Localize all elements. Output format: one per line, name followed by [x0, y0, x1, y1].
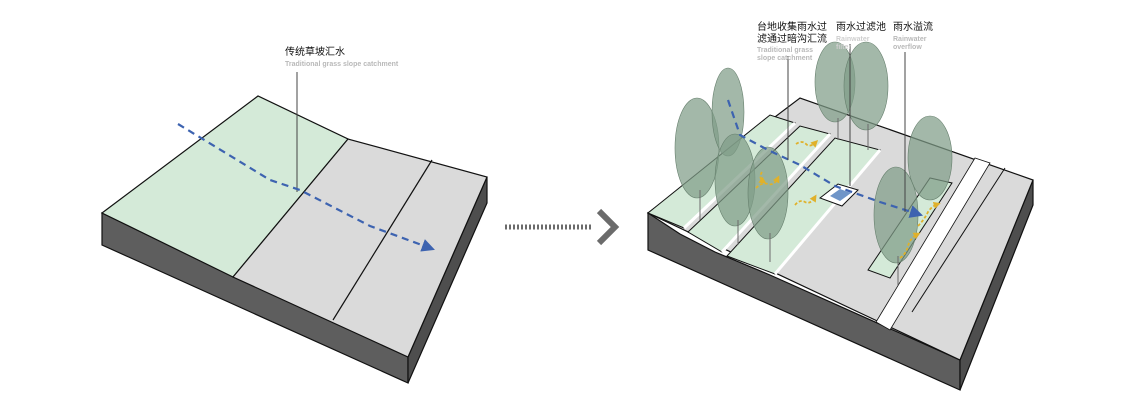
- left-paving-divider: [332, 159, 433, 321]
- left-label-en: Traditional grass slope catchment: [285, 61, 399, 68]
- callout-overflow: 雨水溢流 Rainwater overflow: [893, 20, 933, 51]
- callout-terrace-zh-2: 滤通过暗沟汇流: [757, 32, 827, 45]
- callout-filter-zh: 雨水过滤池: [836, 20, 886, 33]
- tree-canopies: [674, 41, 953, 264]
- callout-terrace-zh-1: 台地收集雨水过: [757, 20, 827, 33]
- callout-terrace-en-2: slope catchment: [757, 55, 813, 62]
- right-block-front-face: [647, 211, 961, 391]
- right-flow-arrow: [726, 99, 924, 218]
- transition-arrow-icon: [505, 208, 620, 246]
- callout-filter-en-2: filter: [836, 44, 851, 51]
- callout-overflow-zh: 雨水溢流: [893, 20, 933, 33]
- callout-overflow-en-1: Rainwater: [893, 36, 927, 43]
- callout-terrace-en-1: Traditional grass: [757, 47, 813, 54]
- callout-terrace: 台地收集雨水过 滤通过暗沟汇流 Traditional grass slope …: [757, 20, 827, 62]
- right-terrace-block: [646, 41, 1034, 391]
- tree-trunks: [699, 118, 899, 285]
- left-label-zh: 传统草坡汇水: [285, 45, 345, 58]
- callout-overflow-en-2: overflow: [893, 44, 922, 51]
- overflow-flow-arrows: [755, 139, 941, 259]
- callout-filter-en-1: Rainwater: [836, 36, 870, 43]
- left-paving-area: [232, 138, 488, 358]
- left-slope-block: 传统草坡汇水 Traditional grass slope catchment: [100, 45, 488, 384]
- callout-filter: 雨水过滤池 Rainwater filter: [836, 20, 886, 51]
- white-path-strip: [875, 157, 991, 331]
